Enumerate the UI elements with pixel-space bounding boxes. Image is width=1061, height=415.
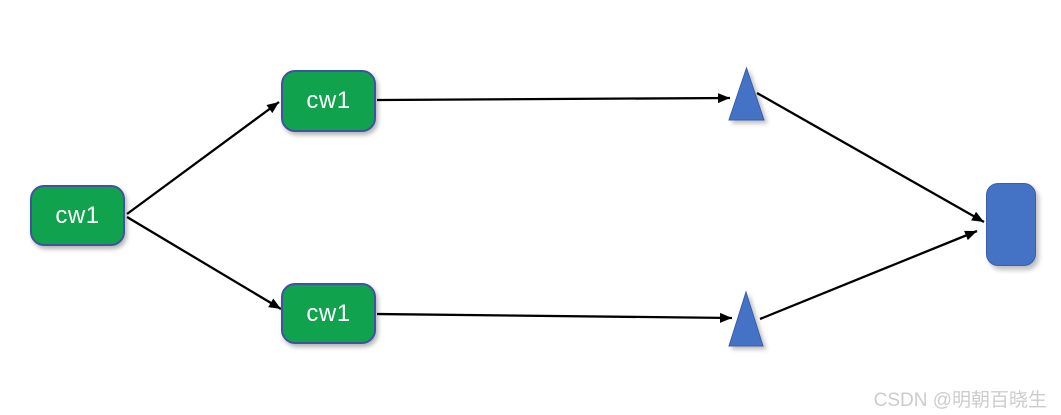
watermark: CSDN @明朝百晓生 [873, 390, 1047, 411]
edge-source-to-worker-top [126, 101, 280, 215]
triangle-relay-top [728, 66, 765, 121]
triangle-relay-bottom [728, 290, 764, 347]
edge-worker-bottom-to-relay-bottom [376, 312, 733, 323]
node-label: cw1 [306, 299, 351, 327]
node-label: cw1 [55, 201, 100, 229]
edge-relay-bottom-to-sink [759, 229, 978, 321]
node-sink [986, 183, 1036, 266]
node-source: cw1 [30, 185, 125, 246]
edge-worker-top-to-relay-top [376, 93, 731, 104]
node-worker-bottom: cw1 [281, 283, 376, 344]
edge-relay-top-to-sink [756, 92, 985, 223]
edge-source-to-worker-bottom [126, 216, 282, 310]
node-label: cw1 [306, 87, 351, 114]
node-worker-top: cw1 [281, 70, 376, 132]
